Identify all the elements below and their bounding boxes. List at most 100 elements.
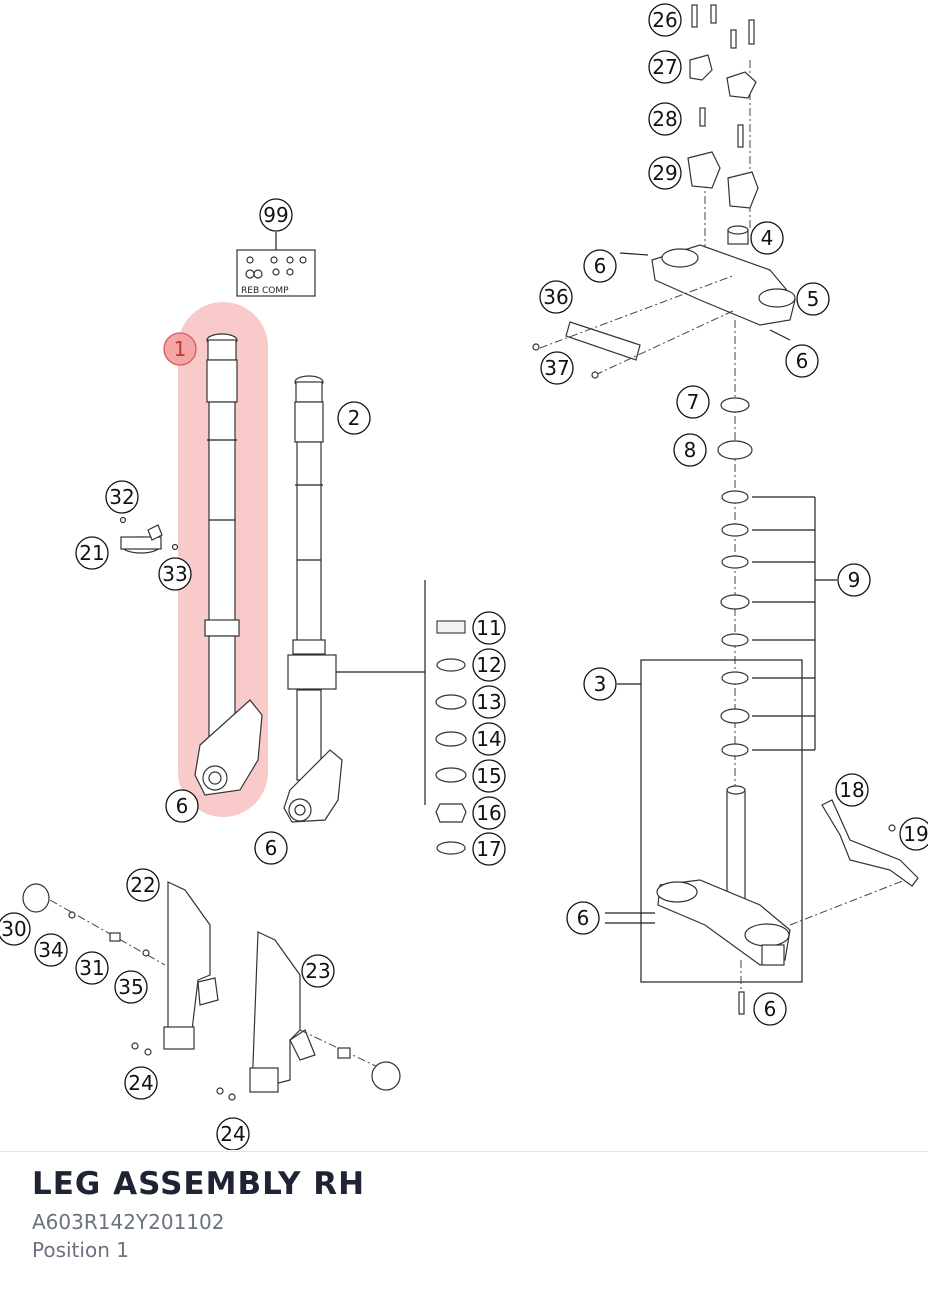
svg-text:9: 9: [848, 568, 861, 592]
assembly-position: Position 1: [32, 1238, 129, 1262]
callout-30[interactable]: 30: [0, 912, 31, 946]
svg-text:35: 35: [118, 975, 143, 999]
callout-29[interactable]: 29: [648, 156, 682, 190]
callout-99[interactable]: 99: [259, 198, 293, 232]
callout-6-upper-left[interactable]: 6: [583, 249, 617, 283]
seal-kit-parts: [435, 620, 467, 855]
svg-text:34: 34: [38, 938, 63, 962]
brake-line-guide-18: [821, 799, 919, 887]
svg-text:27: 27: [652, 55, 677, 79]
callout-17[interactable]: 17: [472, 832, 506, 866]
callout-18[interactable]: 18: [835, 773, 869, 807]
svg-text:36: 36: [543, 285, 568, 309]
svg-text:13: 13: [476, 690, 501, 714]
callout-23[interactable]: 23: [301, 954, 335, 988]
callout-6-lower-clamp[interactable]: 6: [566, 901, 600, 935]
callout-8[interactable]: 8: [673, 433, 707, 467]
callout-21[interactable]: 21: [75, 536, 109, 570]
svg-text:6: 6: [176, 794, 189, 818]
svg-text:11: 11: [476, 616, 501, 640]
svg-text:12: 12: [476, 653, 501, 677]
callout-36[interactable]: 36: [539, 280, 573, 314]
callout-9[interactable]: 9: [837, 563, 871, 597]
callout-6-leg-1[interactable]: 6: [165, 789, 199, 823]
svg-text:30: 30: [1, 917, 26, 941]
svg-text:5: 5: [807, 287, 820, 311]
svg-text:2: 2: [348, 406, 361, 430]
svg-text:37: 37: [544, 356, 569, 380]
svg-text:17: 17: [476, 837, 501, 861]
callout-6-bottom[interactable]: 6: [753, 992, 787, 1026]
svg-text:26: 26: [652, 8, 677, 32]
callout-24-left[interactable]: 24: [124, 1066, 158, 1100]
fork-guard-23: [216, 931, 316, 1101]
callout-15[interactable]: 15: [472, 759, 506, 793]
callout-5[interactable]: 5: [796, 282, 830, 316]
fork-guard-22: [131, 881, 219, 1056]
callout-1[interactable]: 1: [163, 332, 197, 366]
callout-12[interactable]: 12: [472, 648, 506, 682]
callout-13[interactable]: 13: [472, 685, 506, 719]
svg-text:24: 24: [128, 1071, 153, 1095]
callout-4[interactable]: 4: [750, 221, 784, 255]
callout-31[interactable]: 31: [75, 951, 109, 985]
svg-text:3: 3: [594, 672, 607, 696]
svg-text:6: 6: [594, 254, 607, 278]
callout-22[interactable]: 22: [126, 868, 160, 902]
callout-27[interactable]: 27: [648, 50, 682, 84]
svg-text:14: 14: [476, 727, 501, 751]
svg-text:18: 18: [839, 778, 864, 802]
svg-text:6: 6: [764, 997, 777, 1021]
bracket-36: [565, 321, 641, 361]
svg-text:28: 28: [652, 107, 677, 131]
callout-35[interactable]: 35: [114, 970, 148, 1004]
bracket-3: [640, 659, 803, 983]
callout-2[interactable]: 2: [337, 401, 371, 435]
svg-text:21: 21: [79, 541, 104, 565]
callout-34[interactable]: 34: [34, 933, 68, 967]
svg-text:4: 4: [761, 226, 774, 250]
callout-11[interactable]: 11: [472, 611, 506, 645]
handlebar-clamps: [687, 4, 759, 300]
upper-triple-clamp: [619, 225, 796, 341]
svg-text:8: 8: [684, 438, 697, 462]
svg-text:6: 6: [796, 349, 809, 373]
callout-28[interactable]: 28: [648, 102, 682, 136]
cap-30: [22, 883, 50, 913]
svg-text:31: 31: [79, 956, 104, 980]
callout-24-right[interactable]: 24: [216, 1117, 250, 1150]
exploded-parts-diagram: REB COMP: [0, 3, 928, 1150]
bracket-9: [752, 496, 837, 751]
callout-6-upper-right[interactable]: 6: [785, 344, 819, 378]
svg-text:6: 6: [577, 906, 590, 930]
callout-3[interactable]: 3: [583, 667, 617, 701]
svg-text:32: 32: [109, 485, 134, 509]
callout-37[interactable]: 37: [540, 351, 574, 385]
callout-19[interactable]: 19: [899, 817, 928, 851]
callout-33[interactable]: 33: [158, 557, 192, 591]
fork-leg-2: [283, 375, 343, 823]
callout-16[interactable]: 16: [472, 796, 506, 830]
assembly-part-number: A603R142Y201102: [32, 1210, 225, 1234]
svg-text:7: 7: [687, 390, 700, 414]
kit-label: REB COMP: [241, 286, 289, 296]
svg-text:19: 19: [903, 822, 928, 846]
callout-7[interactable]: 7: [676, 385, 710, 419]
assembly-title: LEG ASSEMBLY RH: [32, 1166, 366, 1202]
svg-text:99: 99: [263, 203, 288, 227]
callout-26[interactable]: 26: [648, 3, 682, 37]
lower-triple-clamp: [605, 785, 906, 1015]
fork-leg-1: [194, 333, 263, 796]
callout-14[interactable]: 14: [472, 722, 506, 756]
svg-text:22: 22: [130, 873, 155, 897]
svg-text:15: 15: [476, 764, 501, 788]
svg-text:29: 29: [652, 161, 677, 185]
svg-text:16: 16: [476, 801, 501, 825]
svg-text:1: 1: [174, 337, 187, 361]
svg-text:6: 6: [265, 836, 278, 860]
callout-6-leg-2[interactable]: 6: [254, 831, 288, 865]
assembly-info-panel: LEG ASSEMBLY RH A603R142Y201102 Position…: [0, 1151, 928, 1291]
callout-32[interactable]: 32: [105, 480, 139, 514]
svg-text:23: 23: [305, 959, 330, 983]
svg-text:24: 24: [220, 1122, 245, 1146]
